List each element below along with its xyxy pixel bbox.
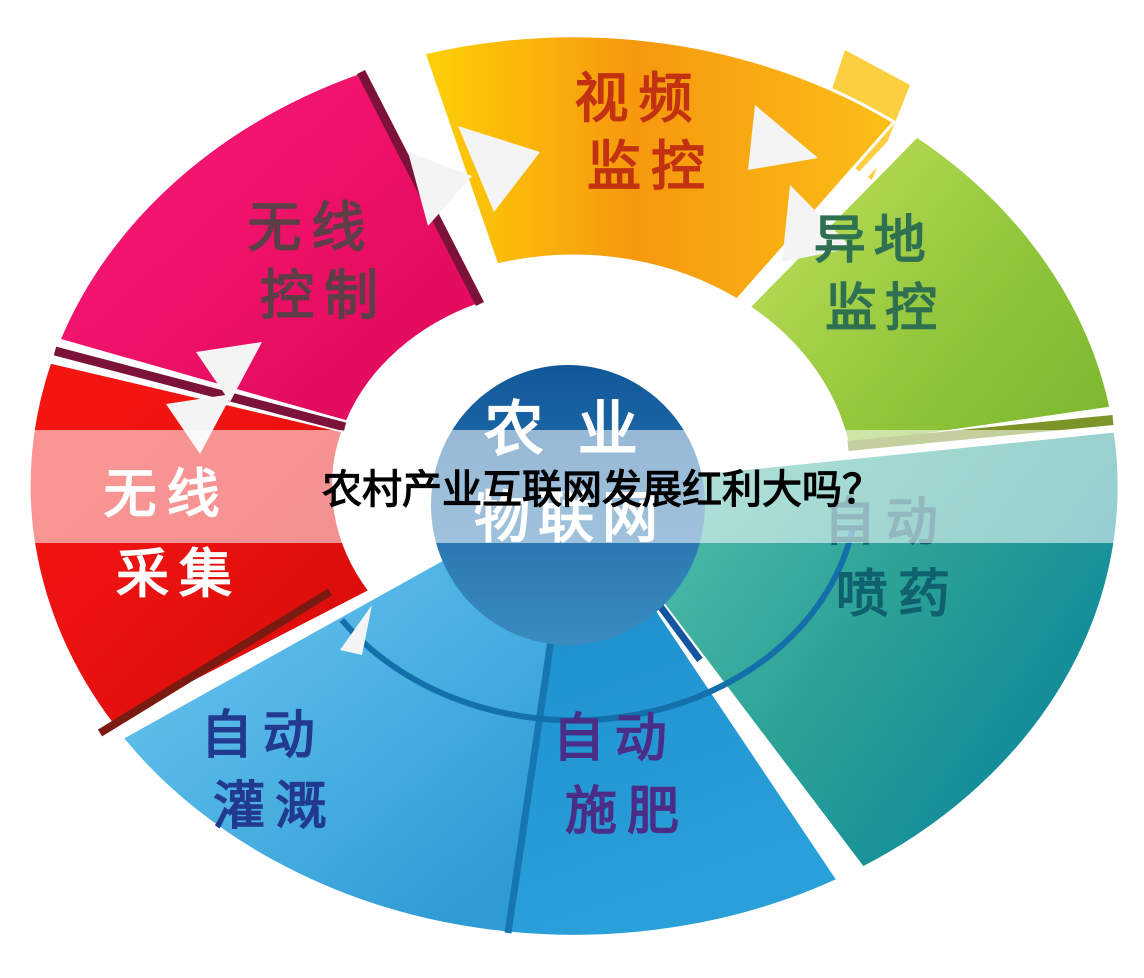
edge-collection-control xyxy=(53,346,347,432)
segment-wireless-control xyxy=(56,70,483,424)
headline-banner xyxy=(0,430,1144,543)
gap-video-remote xyxy=(739,125,910,307)
arrow-collection-to-control-icon xyxy=(166,342,262,454)
label-wireless-control: 无线 控制 xyxy=(247,198,400,326)
label-auto-fertilizing: 自动 施肥 xyxy=(553,710,701,841)
divider-irrigation-fertilizing xyxy=(504,619,558,934)
arrow-video-to-remote-icon xyxy=(748,105,852,262)
label-auto-irrigation: 自动 灌溉 xyxy=(201,707,349,836)
arrow-control-to-video-icon xyxy=(408,126,540,226)
segment-video-monitoring xyxy=(422,34,897,302)
edge-collection-irrigation xyxy=(97,588,333,737)
segment-auto-irrigation xyxy=(119,483,576,935)
segment-remote-monitoring xyxy=(746,134,1113,448)
headline-text: 农村产业互联网发展红利大吗？ xyxy=(322,468,882,512)
inner-ring-arc xyxy=(339,526,856,724)
label-video-monitoring: 视频 监控 xyxy=(574,69,727,197)
arrow-collection-to-irrigation-icon xyxy=(340,605,372,655)
gap-fertilizing-spraying xyxy=(695,656,857,876)
label-remote-monitoring: 异地 监控 xyxy=(814,212,956,338)
